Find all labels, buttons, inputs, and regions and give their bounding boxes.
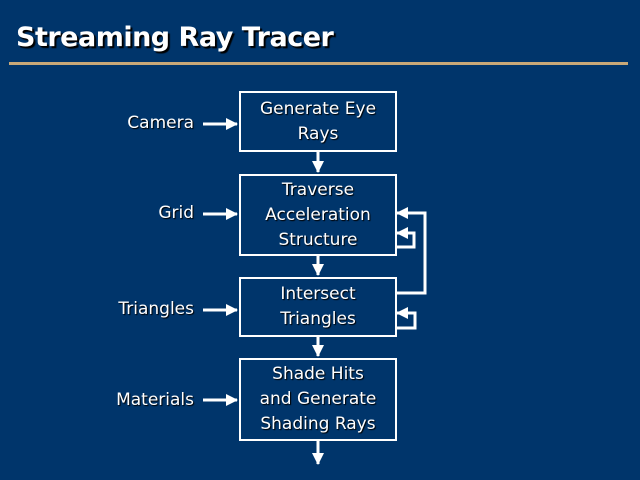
stage-shade-hits: Shade Hits and Generate Shading Rays [239, 358, 397, 441]
input-label-grid: Grid [158, 203, 194, 223]
title-divider [9, 62, 628, 65]
stage-generate-eye-rays: Generate Eye Rays [239, 91, 397, 152]
feedback-arrow [395, 207, 427, 295]
input-label-camera: Camera [127, 113, 194, 133]
input-label-materials: Materials [116, 390, 194, 410]
slide-title: Streaming Ray Tracer [16, 22, 334, 53]
traverse-loop-arrow [395, 227, 416, 249]
input-label-triangles: Triangles [118, 299, 194, 319]
intersect-loop-arrow [395, 307, 417, 330]
